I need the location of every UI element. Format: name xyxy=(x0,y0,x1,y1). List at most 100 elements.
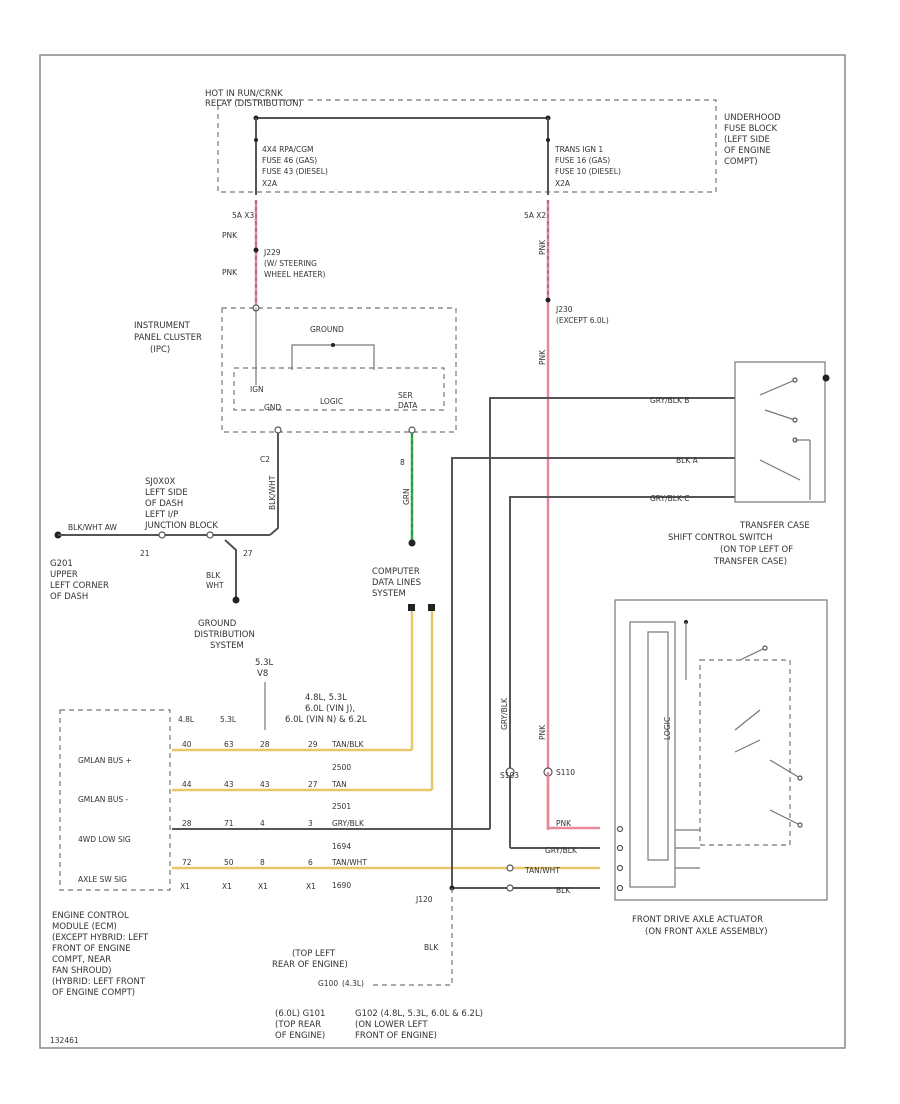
transfer-case-circuits: GRY/BLK B BLK A GRY/BLK C GRY/BLK S103 xyxy=(451,396,735,888)
act-wire-gry-blk: GRY/BLK xyxy=(545,846,578,855)
pin-r4c4: 6 xyxy=(308,858,313,867)
underhood-label-3: (LEFT SIDE xyxy=(724,135,770,145)
col-53-label: 5.3L xyxy=(220,715,237,724)
tc-switch-3: (ON TOP LEFT OF xyxy=(720,545,793,555)
g101-1: (6.0L) G101 xyxy=(275,1009,325,1019)
computer-data-1: COMPUTER xyxy=(372,567,420,577)
g102-1: G102 (4.8L, 5.3L, 6.0L & 6.2L) xyxy=(355,1009,483,1019)
ipc-label-2: PANEL CLUSTER xyxy=(134,333,202,343)
tc-wire-b: GRY/BLK B xyxy=(650,396,689,405)
v53-2: V8 xyxy=(257,669,268,679)
ecm-label-1: ENGINE CONTROL xyxy=(52,911,129,921)
logic-vertical: LOGIC xyxy=(663,717,672,740)
pin-21-label: 21 xyxy=(140,549,150,558)
computer-data-3: SYSTEM xyxy=(372,589,406,599)
col-48-label: 4.8L xyxy=(178,715,195,724)
front-axle-1: FRONT DRIVE AXLE ACTUATOR xyxy=(632,915,763,925)
g201-3: LEFT CORNER xyxy=(50,581,109,591)
pin-r2c4: 27 xyxy=(308,780,318,789)
blk-wht-vertical: BLK/WHT xyxy=(268,475,277,510)
pin-r3c2: 71 xyxy=(224,819,234,828)
engines-1: 4.8L, 5.3L xyxy=(305,693,347,703)
fuse-left-3: FUSE 43 (DIESEL) xyxy=(262,167,328,176)
s110-label: S110 xyxy=(556,768,575,777)
wire-gry-blk: GRY/BLK xyxy=(332,819,365,828)
ipc-label-1: INSTRUMENT xyxy=(134,321,191,331)
wire-tan-wht: TAN/WHT xyxy=(331,858,367,867)
pnk-label-1: PNK xyxy=(222,231,238,240)
blk-wht-2b: WHT xyxy=(206,581,224,590)
pin-r4c1: 72 xyxy=(182,858,192,867)
act-wire-tan-wht: TAN/WHT xyxy=(524,866,560,875)
ecm-row-3: 4WD LOW SIG xyxy=(78,835,131,844)
underhood-label-5: COMPT) xyxy=(724,157,758,167)
pnk-label-3: PNK xyxy=(538,239,547,255)
underhood-label-1: UNDERHOOD xyxy=(724,113,781,123)
ground-dist-1: GROUND xyxy=(198,619,237,629)
underhood-label-2: FUSE BLOCK xyxy=(724,124,777,134)
conn-x1-d: X1 xyxy=(306,882,316,891)
g102-3: FRONT OF ENGINE) xyxy=(355,1031,437,1041)
transfer-case-switch: TRANSFER CASE SHIFT CONTROL SWITCH (ON T… xyxy=(668,361,830,567)
engine-control-module: GMLAN BUS + GMLAN BUS - 4WD LOW SIG AXLE… xyxy=(52,709,367,998)
v6-note: (4.3L) xyxy=(342,979,364,988)
j229-2: (W/ STEERING xyxy=(264,259,317,268)
pin-r1c3: 28 xyxy=(260,740,270,749)
ipc-label-3: (IPC) xyxy=(150,345,170,355)
hot-in-run-label: HOT IN RUN/CRNK xyxy=(205,89,283,99)
diagram-border xyxy=(39,54,846,1049)
x2-label: 5A X2 xyxy=(524,211,546,220)
engines-3: 6.0L (VIN N) & 6.2L xyxy=(285,715,367,725)
tc-switch-2: SHIFT CONTROL SWITCH xyxy=(668,533,772,543)
ecm-row-1: GMLAN BUS + xyxy=(78,756,132,765)
conn-x1-a: X1 xyxy=(180,882,190,891)
fuse-right-4: X2A xyxy=(555,179,571,188)
tc-switch-1: TRANSFER CASE xyxy=(739,521,810,531)
top-left-rear-1: (TOP LEFT xyxy=(292,949,336,959)
top-left-rear-2: REAR OF ENGINE) xyxy=(272,960,348,970)
conn-x1-c: X1 xyxy=(258,882,268,891)
fuse-right-1: TRANS IGN 1 xyxy=(554,145,603,154)
serial-data-circuit: 8 GRN COMPUTER DATA LINES SYSTEM xyxy=(372,433,435,611)
front-drive-axle-actuator: LOGIC FRONT DRIVE AXLE ACTUATOR (ON FRON… xyxy=(614,599,828,937)
engine-ground-circuit: J120 BLK (TOP LEFT REAR OF ENGINE) G100 … xyxy=(272,885,483,1041)
pin-r3c3: 4 xyxy=(260,819,265,828)
g100-label: G100 xyxy=(318,979,338,988)
pin-r3c1: 28 xyxy=(182,819,192,828)
wire-tan: TAN xyxy=(331,780,347,789)
c2-label: C2 xyxy=(260,455,270,464)
splice-label-4: LEFT I/P xyxy=(145,510,178,520)
x3-label: 5A X3 xyxy=(232,211,254,220)
pin-r2c1: 44 xyxy=(182,780,192,789)
j120-label: J120 xyxy=(415,895,433,904)
wire-code-2500: 2500 xyxy=(332,763,351,772)
j230-1: J230 xyxy=(555,305,573,314)
ser-data-1: SER xyxy=(398,391,413,400)
ecm-label-8: OF ENGINE COMPT) xyxy=(52,988,135,998)
tc-wire-c: GRY/BLK C xyxy=(650,494,690,503)
wire-code-1694: 1694 xyxy=(332,842,351,851)
fuse-left-1: 4X4 RPA/CGM xyxy=(262,145,314,154)
pin-8-label: 8 xyxy=(400,458,405,467)
tc-switch-4: TRANSFER CASE) xyxy=(713,557,787,567)
v53-1: 5.3L xyxy=(255,658,274,668)
wire-code-1690: 1690 xyxy=(332,881,351,890)
splice-label-3: OF DASH xyxy=(145,499,183,509)
fuse-left-4: X2A xyxy=(262,179,278,188)
ser-data-2: DATA xyxy=(398,401,418,410)
conn-x1-b: X1 xyxy=(222,882,232,891)
pin-r2c2: 43 xyxy=(224,780,234,789)
gmlan-circuits: 5.3L V8 4.8L, 5.3L 6.0L (VIN J), 6.0L (V… xyxy=(172,611,600,870)
blk-vertical: BLK xyxy=(424,943,439,952)
ign-label: IGN xyxy=(250,385,264,394)
pin-r4c3: 8 xyxy=(260,858,265,867)
computer-data-2: DATA LINES xyxy=(372,578,421,588)
act-wire-pnk: PNK xyxy=(556,819,572,828)
fuse-right-2: FUSE 16 (GAS) xyxy=(555,156,610,165)
blk-wht-left-label: BLK/WHT AW xyxy=(68,523,118,532)
pin-r2c3: 43 xyxy=(260,780,270,789)
s103-label: S103 xyxy=(500,771,519,780)
grn-vertical: GRN xyxy=(402,488,411,505)
tc-wire-a: BLK A xyxy=(676,456,699,465)
ground-dist-2: DISTRIBUTION xyxy=(194,630,255,640)
